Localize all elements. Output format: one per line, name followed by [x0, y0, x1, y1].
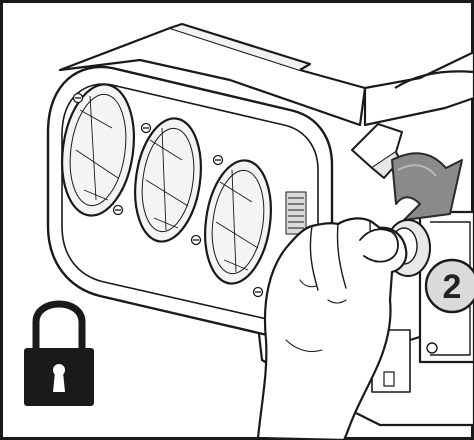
step-badge: 2 [426, 260, 474, 312]
vent-grille [286, 192, 306, 234]
step-number: 2 [443, 268, 462, 306]
padlock-icon [24, 304, 94, 406]
rotation-arrow-icon [392, 153, 462, 220]
